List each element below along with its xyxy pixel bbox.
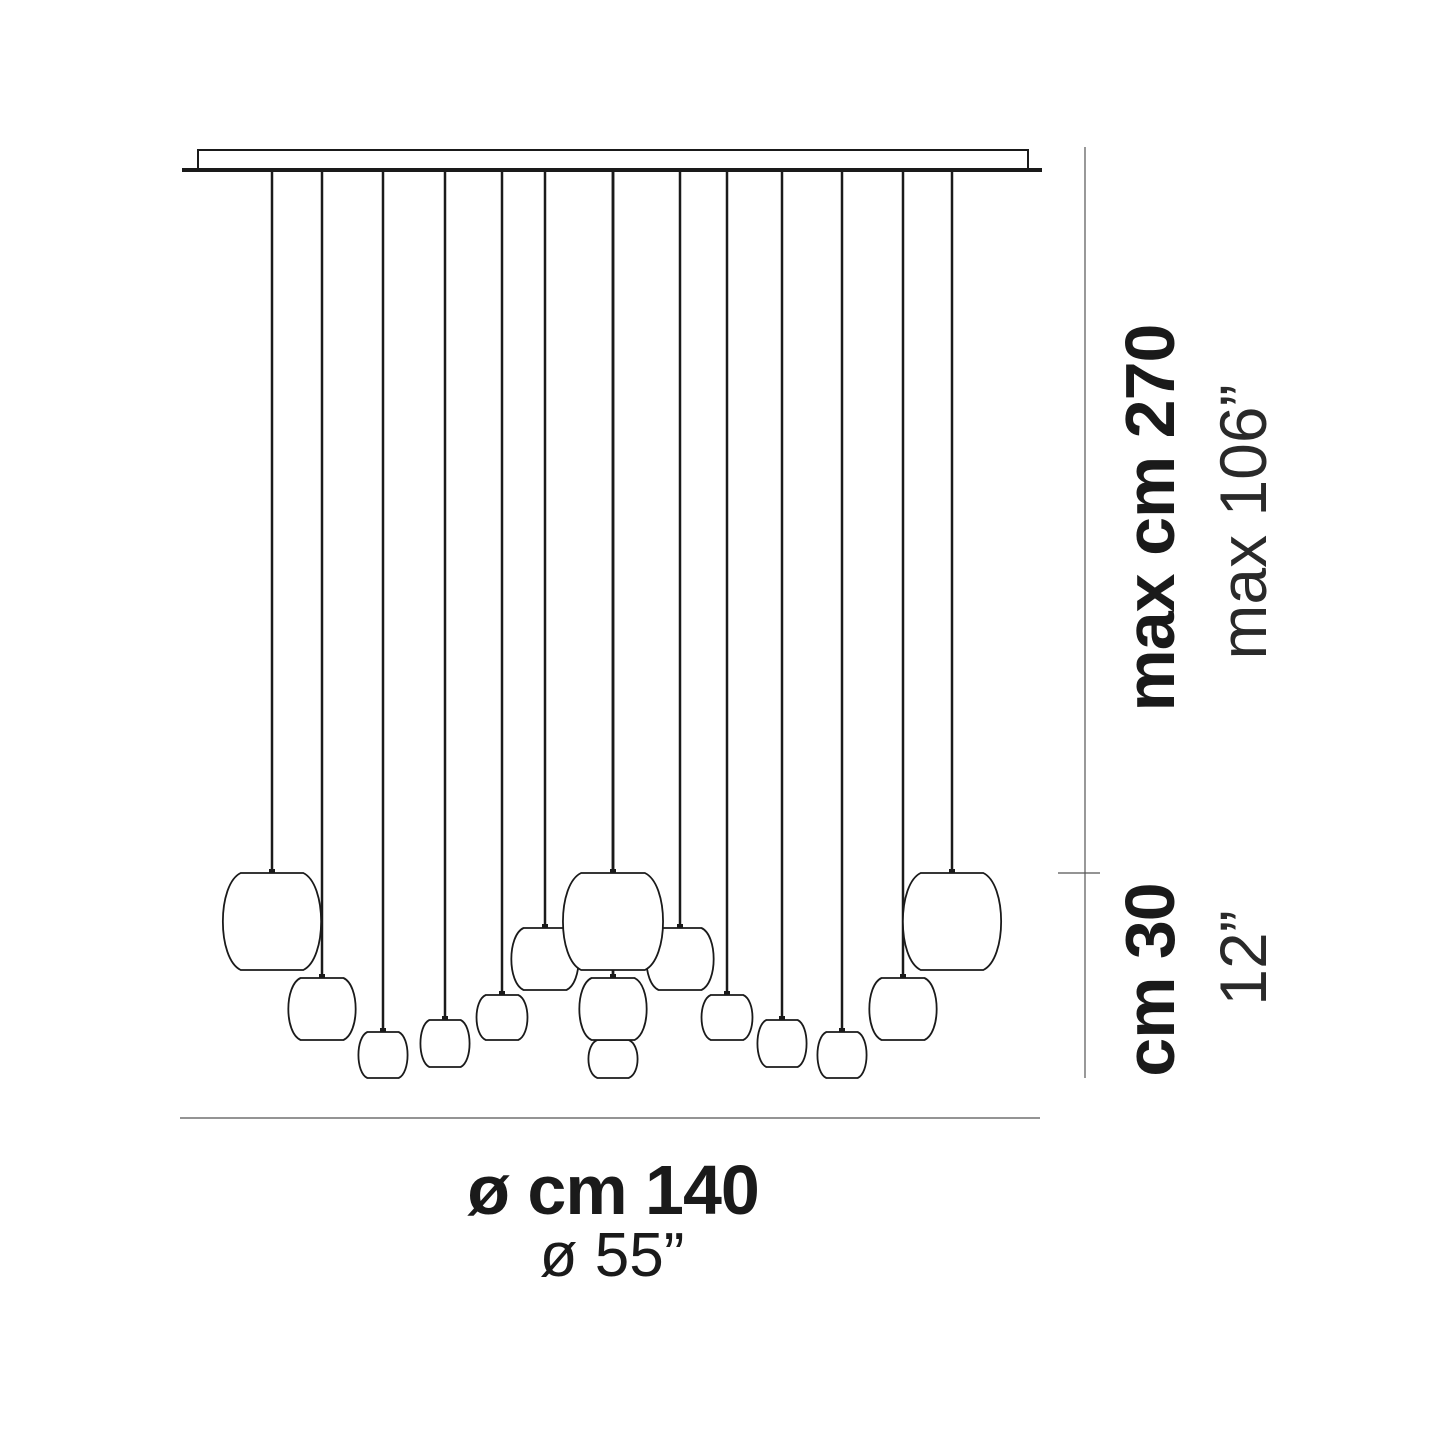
diameter-metric-label: ø cm 140 xyxy=(467,1151,760,1229)
globe xyxy=(756,1016,808,1068)
globe-cap xyxy=(839,1028,845,1032)
globe-cap xyxy=(542,924,548,928)
globe xyxy=(868,974,938,1041)
diameter-imperial-label: ø 55” xyxy=(539,1221,685,1290)
globe-cap xyxy=(442,1016,448,1020)
globe-cap xyxy=(269,869,275,873)
globe-cap xyxy=(499,991,505,995)
globe xyxy=(587,1036,639,1079)
globe xyxy=(578,974,648,1041)
globe xyxy=(287,974,357,1041)
height-metric-label: max cm 270 xyxy=(1111,324,1189,712)
globe-cap xyxy=(900,974,906,978)
globe-cap xyxy=(779,1016,785,1020)
height-imperial-label: max 106” xyxy=(1206,384,1280,660)
globe-zone-imperial-label: 12” xyxy=(1206,910,1280,1006)
globe-cap xyxy=(724,991,730,995)
suspension-cables xyxy=(270,172,954,1040)
globe-cap xyxy=(677,924,683,928)
globe xyxy=(700,991,754,1041)
globe-cap xyxy=(949,869,955,873)
globe xyxy=(475,991,529,1041)
globe xyxy=(901,869,1003,971)
globe-cap xyxy=(610,869,616,873)
globe xyxy=(221,869,323,971)
globe-cap xyxy=(380,1028,386,1032)
globe xyxy=(357,1028,409,1079)
globe xyxy=(419,1016,471,1068)
globe-cap xyxy=(319,974,325,978)
globe-zone-metric-label: cm 30 xyxy=(1111,883,1189,1077)
globe xyxy=(562,869,664,971)
canopy-base-bar xyxy=(182,168,1042,172)
ceiling-canopy xyxy=(197,149,1029,171)
glass-globes xyxy=(221,869,1003,1079)
globe-cap xyxy=(610,974,616,978)
globe xyxy=(816,1028,868,1079)
